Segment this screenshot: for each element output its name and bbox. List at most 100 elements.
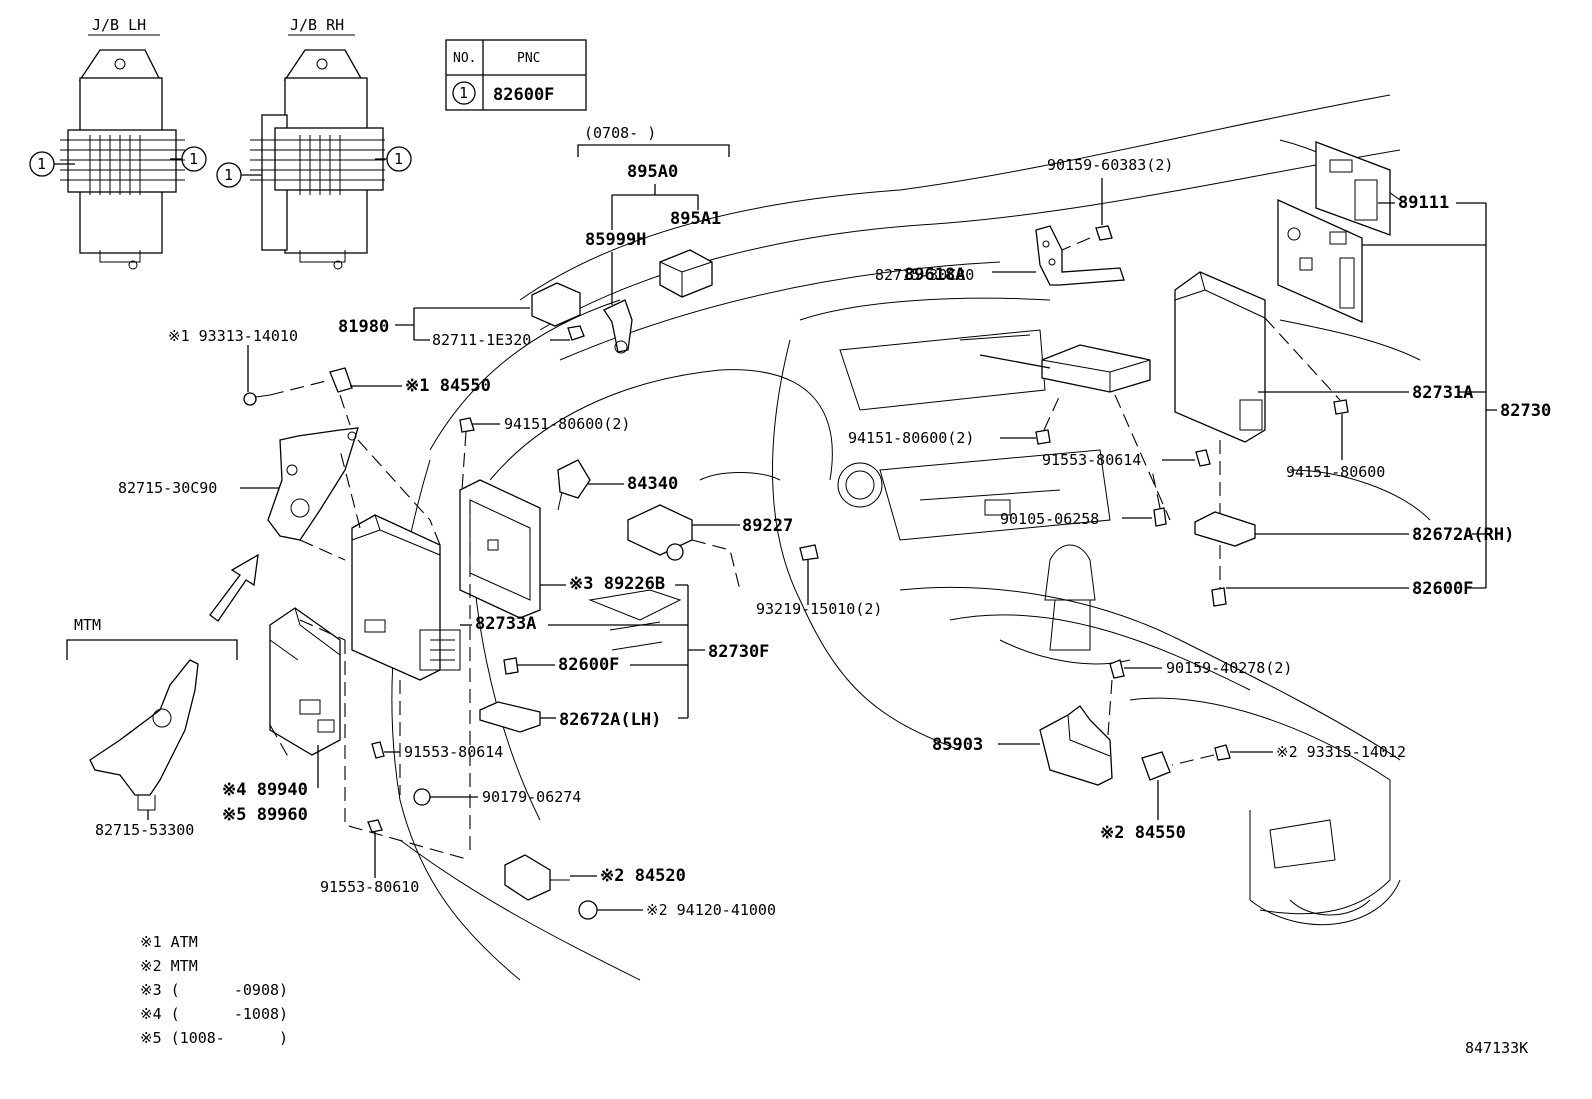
switch-84340-lead [557, 491, 563, 511]
direction-arrow [209, 553, 259, 622]
label-94151-80600: 94151-80600 [1286, 463, 1385, 481]
module-89618A-part [1041, 344, 1151, 393]
pnc-table [445, 39, 587, 111]
label-89960: ※5 89960 [222, 805, 308, 825]
clip-94151-b [1035, 429, 1051, 445]
junction-block-rh-illustration [250, 34, 385, 270]
ref-marker-1b: 1 [189, 150, 198, 168]
dash-82733A [339, 449, 441, 546]
bracket-82715-30C80-part [1035, 225, 1125, 286]
pnc-col-no: NO. [453, 51, 476, 66]
pnc-row-value: 82600F [493, 85, 554, 105]
label-89940: ※4 89940 [222, 780, 308, 800]
label-895A0: 895A0 [627, 162, 678, 182]
screw-91553-80610-part [367, 819, 383, 833]
label-94120-41000: ※2 94120-41000 [646, 901, 776, 919]
junction-block-lh-illustration [60, 34, 185, 270]
connector-82600F-lh-part [503, 657, 519, 675]
board-82730-part [1277, 198, 1363, 323]
ecu-82733A-part [351, 514, 461, 681]
label-93219-15010: 93219-15010(2) [756, 600, 882, 618]
leader-81980 [395, 307, 530, 341]
mtm-label: MTM [74, 616, 101, 634]
screw-90105-part [1153, 507, 1167, 527]
ecu-89940-part [269, 607, 341, 756]
label-82733A: 82733A [475, 614, 536, 634]
bracket-82730F [548, 584, 705, 719]
mtm-bracket [66, 639, 238, 660]
dash-40278 [1107, 679, 1113, 736]
clip-90179-part [413, 788, 431, 806]
bolt-90159-60383-part [1095, 225, 1113, 241]
ref-marker-1d: 1 [394, 150, 403, 168]
dashboard-outline [391, 94, 1431, 981]
ecu-82731A-part [1174, 271, 1266, 443]
figure-id: 847133K [1465, 1039, 1528, 1057]
sensor-89227-part [627, 504, 693, 561]
bracket-82730 [1485, 203, 1497, 588]
label-89226B: ※3 89226B [569, 574, 665, 594]
dash-60383 [1061, 237, 1091, 251]
date-range-label: (0708- ) [584, 124, 656, 142]
note-3: ※3 ( -0908) [140, 981, 288, 999]
label-84550-mtm: ※2 84550 [1100, 823, 1186, 843]
dash-93313 [269, 379, 331, 396]
note-2: ※2 MTM [140, 957, 198, 975]
label-82730F: 82730F [708, 642, 769, 662]
note-5: ※5 (1008- ) [140, 1029, 288, 1047]
screw-91553-lh-part [371, 741, 385, 759]
label-90159-40278: 90159-40278(2) [1166, 659, 1292, 677]
jb-rh-label: J/B RH [290, 16, 344, 34]
clip-94151-c [1333, 399, 1349, 415]
dash-94151b [1043, 394, 1171, 521]
leader-895A0 [611, 184, 699, 230]
label-91553-80614-rh: 91553-80614 [1042, 451, 1141, 469]
ref-marker-1a: 1 [37, 155, 46, 173]
cover-82715-53300-part [89, 659, 199, 811]
label-82711-1E320: 82711-1E320 [432, 331, 531, 349]
dash-89940 [269, 619, 346, 761]
nut-94120-part [578, 900, 598, 920]
label-84340: 84340 [627, 474, 678, 494]
bracket-84550-mtm-part [1141, 751, 1171, 781]
dash-82731A [1219, 317, 1341, 590]
label-94151-80600-2b: 94151-80600(2) [848, 429, 974, 447]
bracket-85999H-part [603, 299, 633, 354]
bracket-82715-30C90-part [267, 427, 359, 541]
label-93315-14012: ※2 93315-14012 [1276, 743, 1406, 761]
dash-90105 [1151, 469, 1161, 509]
pnc-row-no: 1 [459, 84, 468, 102]
label-91553-80610: 91553-80610 [320, 878, 419, 896]
connector-82600F-rh-part [1211, 587, 1227, 607]
switch-84520-part [504, 854, 570, 901]
label-82731A: 82731A [1412, 383, 1473, 403]
label-895A1: 895A1 [670, 209, 721, 229]
pnc-col-pnc: PNC [517, 51, 540, 66]
label-84520: ※2 84520 [600, 866, 686, 886]
label-94151-80600-2a: 94151-80600(2) [504, 415, 630, 433]
note-4: ※4 ( -1008) [140, 1005, 288, 1023]
label-82600F-lh: 82600F [558, 655, 619, 675]
bracket-84550-atm-part [329, 367, 353, 393]
note-1: ※1 ATM [140, 933, 198, 951]
ecu-89226B-part [459, 479, 541, 619]
label-91553-80614-lh: 91553-80614 [404, 743, 503, 761]
label-90179-06274: 90179-06274 [482, 788, 581, 806]
relay-81980-part [531, 282, 585, 341]
label-82672A-rh: 82672A(RH) [1412, 525, 1514, 545]
screw-91553-rh-part [1195, 449, 1211, 467]
bolt-93315-part [1214, 744, 1231, 761]
label-85903: 85903 [932, 735, 983, 755]
label-90105-06258: 90105-06258 [1000, 510, 1099, 528]
bracket-85903-part [1039, 705, 1113, 786]
bolt-93219-part [799, 544, 819, 561]
dash-30C90 [299, 394, 431, 561]
label-90159-60383: 90159-60383(2) [1047, 156, 1173, 174]
connector-82672A-lh-part [479, 701, 541, 733]
label-93313-14010: ※1 93313-14010 [168, 327, 298, 345]
label-89227: 89227 [742, 516, 793, 536]
label-84550-atm: ※1 84550 [405, 376, 491, 396]
label-85999H: 85999H [585, 230, 646, 250]
label-89111: 89111 [1398, 193, 1449, 213]
